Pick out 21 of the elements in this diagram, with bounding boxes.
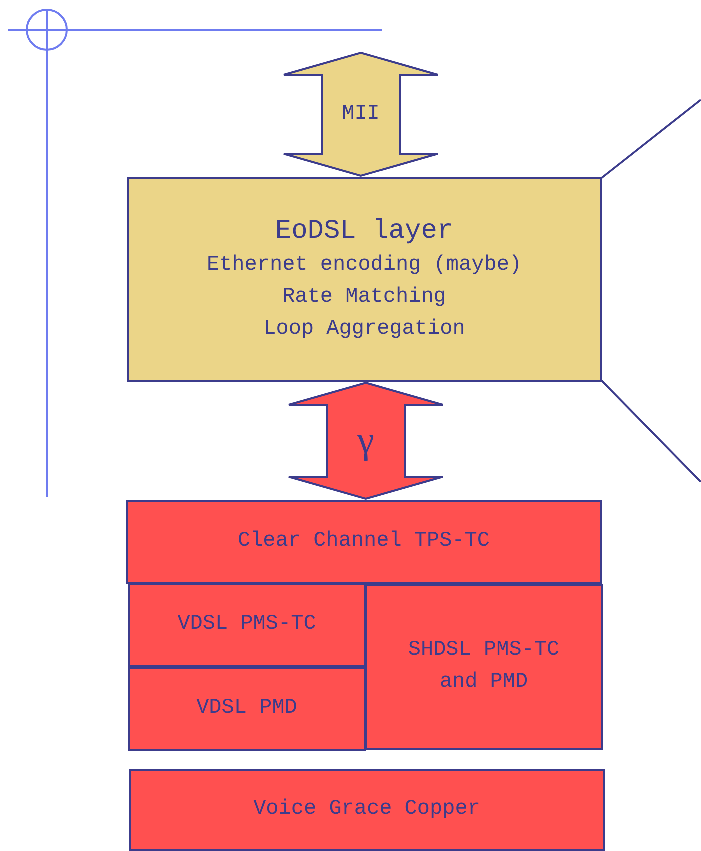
layer-box [365, 584, 603, 750]
layer-box [127, 177, 602, 382]
connector-line [601, 99, 701, 179]
layer-label: Voice Grace Copper [252, 797, 482, 823]
layer-box [128, 583, 366, 667]
edge-label: γ [358, 421, 374, 461]
layer-label: Ethernet encoding (maybe) [206, 252, 522, 278]
double-arrow [283, 52, 439, 178]
layer-label: Loop Aggregation [264, 316, 466, 342]
layer-label: Clear Channel TPS-TC [236, 529, 492, 555]
layer-label: VDSL PMS-TC [176, 612, 318, 638]
layer-box [128, 667, 366, 751]
layer-label: Rate Matching [282, 284, 446, 310]
edge-label: MII [342, 102, 380, 128]
layer-title: EoDSL layer [275, 216, 454, 248]
connector-line [601, 380, 701, 483]
double-arrow [288, 382, 444, 500]
layer-box [129, 769, 605, 851]
layer-label: SHDSL PMS-TC and PMD [407, 638, 561, 696]
layer-box [126, 500, 602, 584]
layer-label: VDSL PMD [196, 696, 298, 722]
